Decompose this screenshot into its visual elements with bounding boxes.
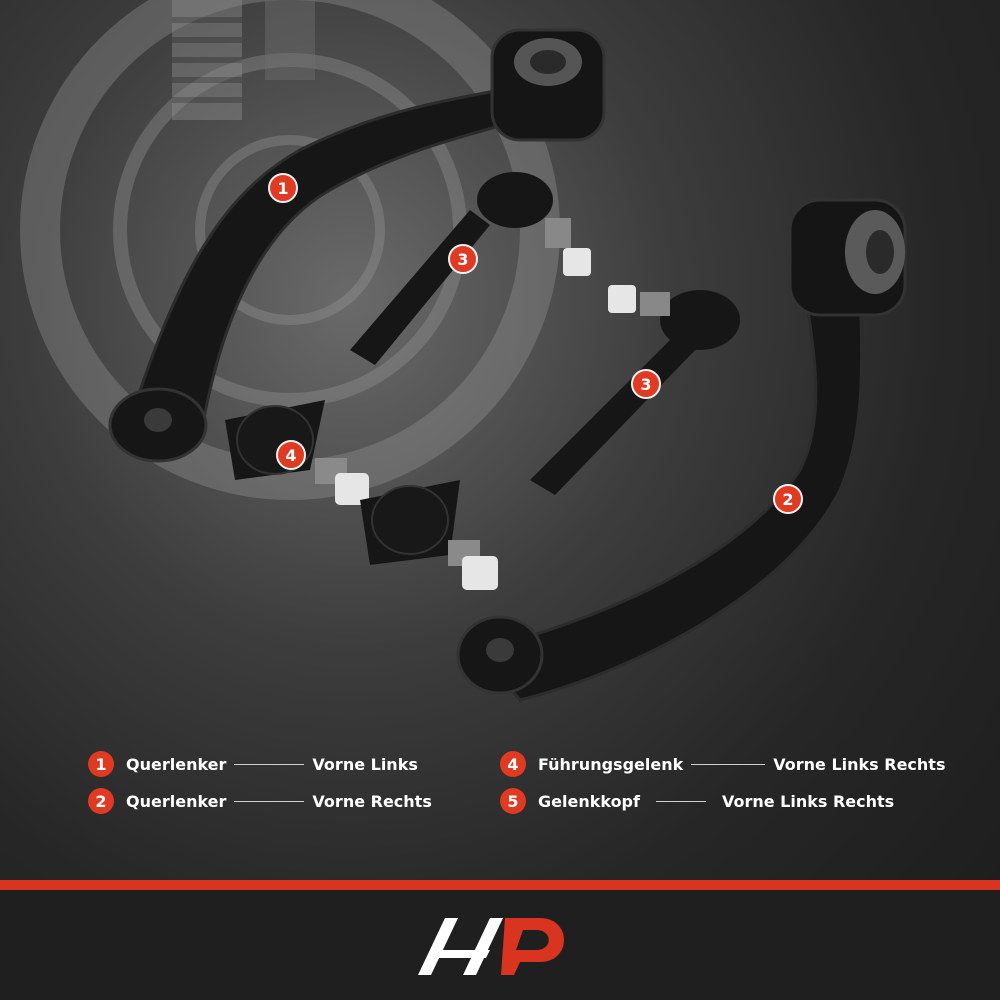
legend-part-name: Querlenker xyxy=(126,754,227,774)
control-arm-left xyxy=(108,28,606,463)
callout-part-1: 1 xyxy=(268,173,298,203)
legend-badge: 2 xyxy=(88,788,114,814)
legend-divider xyxy=(234,763,305,765)
callout-part-3-upper: 3 xyxy=(448,244,478,274)
legend-row-5: 5 Gelenkkopf Vorne Links Rechts xyxy=(500,786,894,816)
legend-position: Vorne Links xyxy=(312,754,418,774)
background-scene xyxy=(20,0,907,702)
legend-badge: 5 xyxy=(500,788,526,814)
legend-divider xyxy=(234,800,305,802)
legend-row-1: 1 Querlenker Vorne Links xyxy=(88,749,418,779)
legend-part-name: Querlenker xyxy=(126,791,227,811)
accent-stripe xyxy=(0,880,1000,890)
brand-footer xyxy=(0,890,1000,1000)
tie-rod-end-lower xyxy=(530,285,740,495)
brand-logo-icon xyxy=(418,918,564,975)
legend-part-name: Gelenkkopf xyxy=(538,791,640,811)
ball-joint-lower xyxy=(360,480,498,590)
legend-position: Vorne Links Rechts xyxy=(773,754,946,774)
parts-legend: 1 Querlenker Vorne Links 2 Querlenker Vo… xyxy=(0,740,1000,830)
legend-badge: 4 xyxy=(500,751,526,777)
legend-divider xyxy=(655,800,706,802)
legend-divider xyxy=(691,763,766,765)
shock-absorber-silhouette xyxy=(172,0,315,120)
control-arm-right xyxy=(456,198,907,702)
callout-part-2: 2 xyxy=(773,484,803,514)
legend-position: Vorne Links Rechts xyxy=(721,791,895,811)
legend-part-name: Führungsgelenk xyxy=(538,754,684,774)
callout-part-3-lower: 3 xyxy=(631,369,661,399)
callout-part-4: 4 xyxy=(276,440,306,470)
legend-badge: 1 xyxy=(88,751,114,777)
legend-row-4: 4 Führungsgelenk Vorne Links Rechts xyxy=(500,749,945,779)
legend-row-2: 2 Querlenker Vorne Rechts xyxy=(88,786,432,816)
legend-position: Vorne Rechts xyxy=(312,791,432,811)
